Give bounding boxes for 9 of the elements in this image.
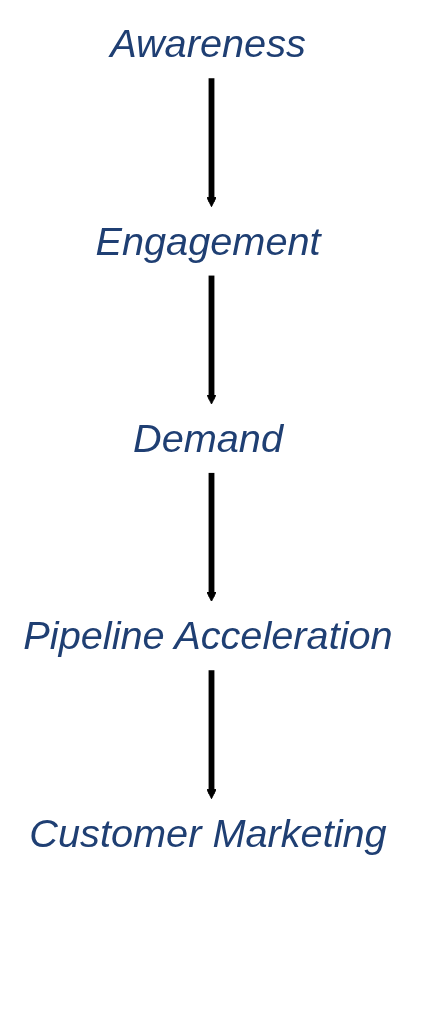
node-text: Engagement <box>95 218 321 263</box>
arrow <box>206 78 217 208</box>
node-text: Pipeline Acceleration <box>23 613 393 658</box>
node-text: Awareness <box>110 21 306 66</box>
node-text: Customer Marketing <box>29 810 387 855</box>
arrow <box>206 472 217 602</box>
arrow <box>206 670 217 800</box>
node-text: Demand <box>132 415 284 461</box>
arrow <box>206 275 217 405</box>
